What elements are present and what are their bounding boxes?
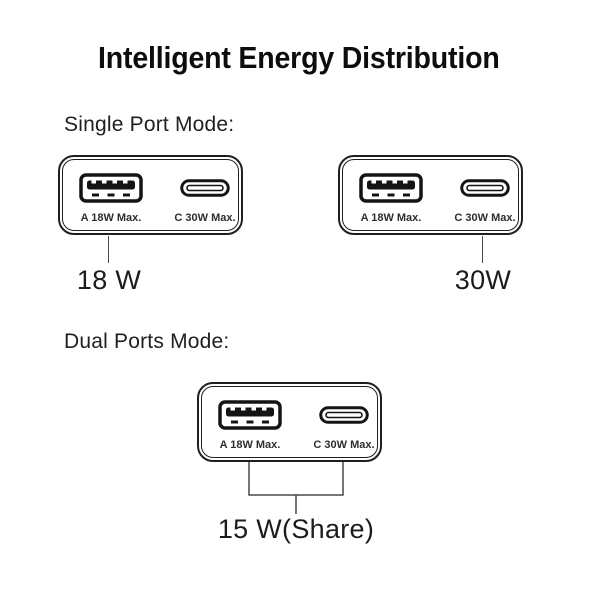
usb-a-watt-value: 18 W [76,265,142,295]
usb-c-port-label: C 30W Max. [174,212,236,224]
usb-c-port-icon [319,406,369,424]
usb-a-leader-line [108,236,109,263]
usb-c-port-icon [460,179,510,197]
usb-c-watt-value: 30W [454,265,512,295]
dual-shared-watt-value: 15 W(Share) [217,514,375,544]
dual-ports-mode-label: Dual Ports Mode: [64,330,230,353]
usb-a-port-icon [218,400,282,430]
usb-a-port-label: A 18W Max. [219,439,281,451]
single-port-mode-label: Single Port Mode: [64,113,235,136]
usb-a-port-icon [359,173,423,203]
charger-face-dual: A 18W Max. C 30W Max. [197,382,382,462]
charger-faceplate: A 18W Max. C 30W Max. [62,159,239,231]
charger-faceplate: A 18W Max. C 30W Max. [201,386,378,458]
usb-a-port-label: A 18W Max. [360,212,422,224]
usb-c-port-icon [180,179,230,197]
usb-c-leader-line [482,236,483,263]
dual-ports-bracket-line [248,462,344,514]
charger-face-single-c: A 18W Max. C 30W Max. [338,155,523,235]
charger-faceplate: A 18W Max. C 30W Max. [342,159,519,231]
charger-face-single-a: A 18W Max. C 30W Max. [58,155,243,235]
usb-c-port-label: C 30W Max. [454,212,516,224]
usb-a-port-label: A 18W Max. [80,212,142,224]
usb-c-port-label: C 30W Max. [313,439,375,451]
usb-a-port-icon [79,173,143,203]
page-title: Intelligent Energy Distribution [98,40,500,75]
